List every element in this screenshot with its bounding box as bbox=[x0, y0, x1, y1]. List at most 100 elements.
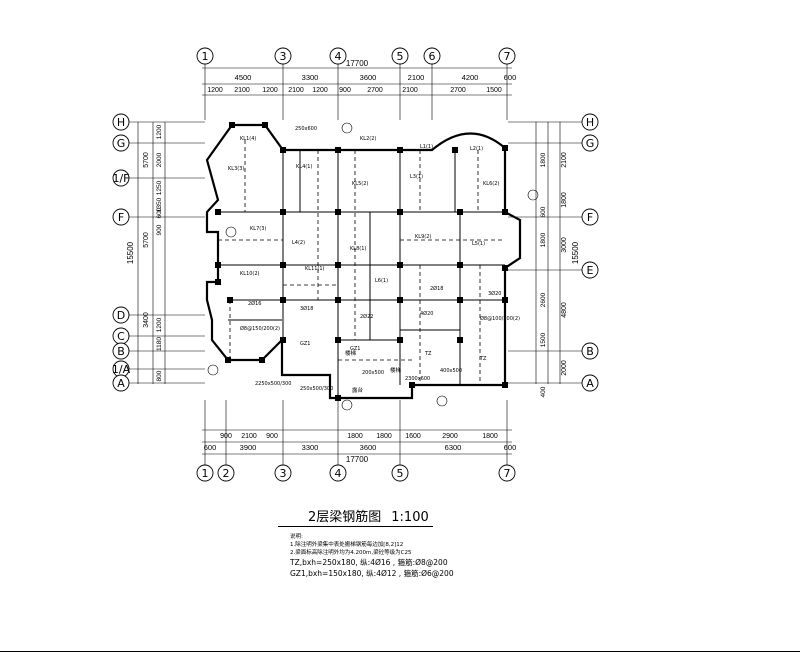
axis-bubble-top-4-label: 4 bbox=[335, 50, 342, 63]
axis-bubble-left-5-label: C bbox=[117, 330, 125, 343]
dim-bottom-1-4: 1800 bbox=[376, 433, 392, 440]
exterior-wall bbox=[205, 123, 522, 400]
axis-bubble-left-4: D bbox=[112, 306, 130, 324]
column-3 bbox=[452, 147, 458, 153]
axis-bubble-left-8-label: A bbox=[117, 377, 125, 390]
dim-top-2-2: 1200 bbox=[262, 87, 278, 94]
beam-label-13: KL9(2) bbox=[415, 234, 431, 240]
beam-label-15: KL10(2) bbox=[240, 271, 260, 277]
axis-bubble-bottom-2: 2 bbox=[217, 464, 235, 482]
column-27 bbox=[335, 395, 341, 401]
axis-bubble-bottom-7: 7 bbox=[498, 464, 516, 482]
dim-left-inner-7: 1180 bbox=[156, 337, 163, 351]
dim-bottom-total: 17700 bbox=[346, 455, 369, 464]
room-tag-0: 楼梯 bbox=[345, 349, 357, 357]
dim-bottom-2-3: 3600 bbox=[360, 443, 377, 452]
axis-bubble-top-4-circle bbox=[329, 47, 347, 65]
beam-label-8: L3(1) bbox=[410, 174, 423, 180]
dim-right-total: 15500 bbox=[571, 241, 580, 264]
beam-label-7: KL5(2) bbox=[352, 181, 368, 187]
note-2: 2.梁面标高除注明外均为4.200m,梁砼等级为C25 bbox=[290, 550, 412, 556]
axis-bubble-right-A: A bbox=[581, 374, 599, 392]
axis-bubble-right-E: E bbox=[581, 261, 599, 279]
dim-top-2-5: 900 bbox=[339, 87, 351, 94]
axis-bubble-bottom-5: 5 bbox=[391, 464, 409, 482]
axis-bubble-left-4-label: D bbox=[117, 309, 125, 322]
axis-bubble-left-0: H bbox=[112, 113, 130, 131]
dim-right-inner-4: 1500 bbox=[540, 332, 547, 347]
axis-bubble-top-3-circle bbox=[274, 47, 292, 65]
dim-top-1-0: 4500 bbox=[235, 73, 252, 82]
dim-top-2-6: 2700 bbox=[367, 87, 383, 94]
dim-left-inner-3: 1350 bbox=[156, 197, 163, 212]
beam-label-23: 4Ø20 bbox=[420, 310, 433, 317]
dim-top-2-0: 1200 bbox=[207, 87, 223, 94]
axis-bubble-left-5: C bbox=[112, 327, 130, 345]
axis-bubble-right-H-circle bbox=[581, 113, 599, 131]
axis-bubble-left-2-label: 1/F bbox=[112, 172, 129, 185]
axis-bubble-right-E-circle bbox=[581, 261, 599, 279]
dim-bottom-1-3: 1800 bbox=[347, 433, 363, 440]
beam-label-25: Ø8@150/200(2) bbox=[240, 325, 280, 332]
axis-bubble-top-3: 3 bbox=[274, 47, 292, 65]
dim-left-inner-4: 600 bbox=[156, 207, 163, 218]
column-29 bbox=[502, 382, 508, 388]
axis-bubble-top-3-label: 3 bbox=[280, 50, 287, 63]
dim-top-1-4: 4200 bbox=[462, 73, 479, 82]
axis-bubble-bottom-5-circle bbox=[391, 464, 409, 482]
column-26 bbox=[457, 337, 463, 343]
sheet-border bbox=[0, 651, 800, 652]
dim-left-outer-2: 3400 bbox=[143, 312, 150, 328]
dim-bottom-1-0: 900 bbox=[220, 433, 232, 440]
beam-label-28: TZ bbox=[424, 351, 432, 357]
dim-top-1-2: 3600 bbox=[360, 73, 377, 82]
column-23 bbox=[280, 337, 286, 343]
column-34 bbox=[215, 279, 221, 285]
beam-label-6: KL4(1) bbox=[296, 164, 312, 170]
beam-label-11: L4(2) bbox=[292, 240, 305, 246]
axis-bubble-bottom-3-circle bbox=[274, 464, 292, 482]
axis-bubble-left-1: G bbox=[112, 134, 130, 152]
axis-bubble-right-F-circle bbox=[581, 208, 599, 226]
axis-bubble-top-1-circle bbox=[196, 47, 214, 65]
dimension-lines bbox=[137, 67, 561, 455]
dim-top-2-1: 2100 bbox=[234, 87, 250, 94]
note-4: GZ1,bxh=150x180, 纵:4Ø12 , 箍筋:Ø6@200 bbox=[290, 569, 454, 578]
beam-label-16: KL11(1) bbox=[305, 266, 325, 272]
column-31 bbox=[259, 357, 265, 363]
axis-bubble-bottom-3: 3 bbox=[274, 464, 292, 482]
dim-left-inner-8: 800 bbox=[156, 370, 163, 381]
dim-top-2-3: 2100 bbox=[288, 87, 304, 94]
axis-bubble-bottom-4: 4 bbox=[329, 464, 347, 482]
beam-label-3: L1(1) bbox=[420, 144, 433, 150]
beam-label-17: L6(1) bbox=[375, 278, 388, 284]
dim-right-inner-0: 1800 bbox=[540, 152, 547, 167]
dim-top-2-4: 1200 bbox=[312, 87, 328, 94]
column-8 bbox=[397, 209, 403, 215]
axis-bubble-bottom-2-label: 2 bbox=[223, 467, 230, 480]
axis-bubble-left-8: A bbox=[112, 374, 130, 392]
room-tag-2: 露台 bbox=[352, 386, 364, 394]
column-28 bbox=[409, 382, 415, 388]
axis-bubble-right-G-circle bbox=[581, 134, 599, 152]
beam-label-34: 400x500 bbox=[440, 368, 462, 374]
axis-bubble-left-6: B bbox=[112, 342, 130, 360]
dim-left-inner-2: 1250 bbox=[156, 180, 163, 195]
dim-left-inner-6: 1200 bbox=[156, 317, 163, 332]
column-33 bbox=[262, 122, 268, 128]
axis-bubble-right-B-circle bbox=[581, 342, 599, 360]
beam-label-29: TZ bbox=[479, 356, 487, 362]
dim-bottom-2-5: 600 bbox=[504, 443, 517, 452]
axis-bubble-right-H: H bbox=[581, 113, 599, 131]
dim-right-outer-0: 2100 bbox=[561, 152, 568, 168]
axis-bubble-left-1-circle bbox=[112, 134, 130, 152]
axis-bubble-bottom-4-label: 4 bbox=[335, 467, 342, 480]
axis-bubble-bottom-3-label: 3 bbox=[280, 467, 287, 480]
dim-right-outer-1: 1800 bbox=[561, 192, 568, 208]
beam-label-21: 3Ø18 bbox=[300, 305, 313, 312]
column-19 bbox=[335, 297, 341, 303]
column-20 bbox=[397, 297, 403, 303]
column-4 bbox=[502, 145, 508, 151]
